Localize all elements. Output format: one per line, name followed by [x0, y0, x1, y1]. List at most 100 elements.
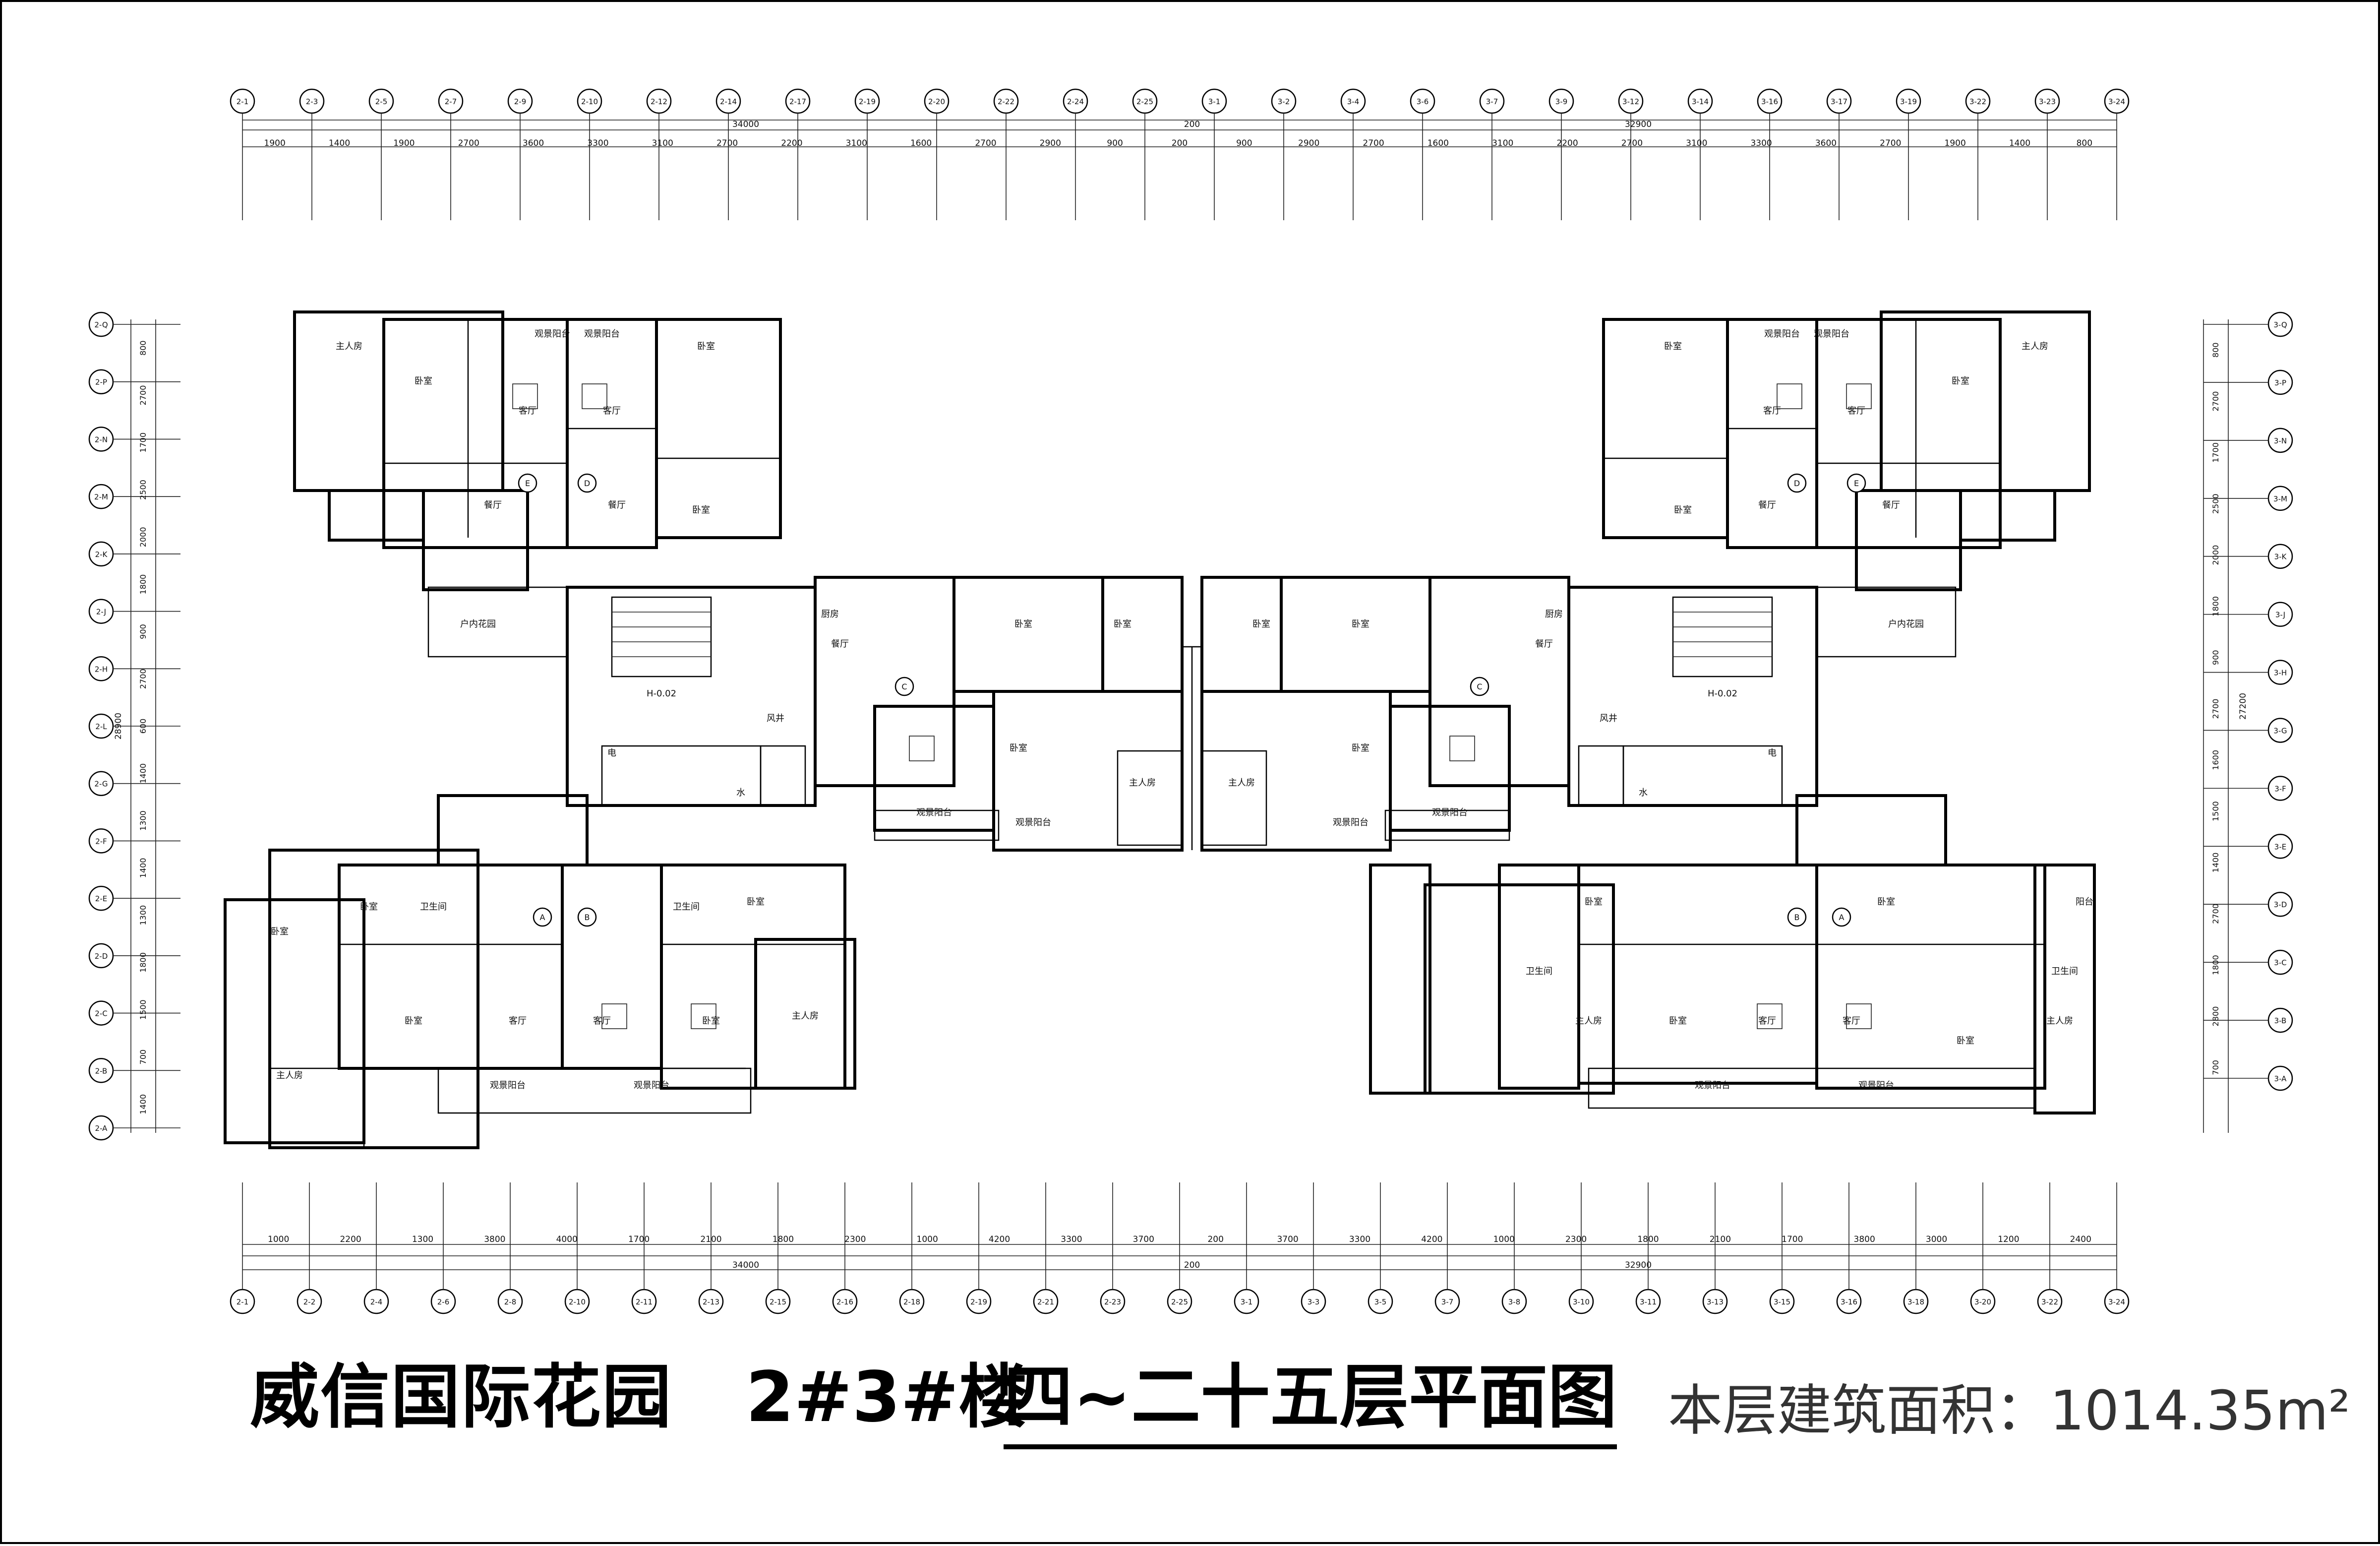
- dimension-total: 32900: [1625, 120, 1652, 129]
- dimension-value: 1300: [138, 905, 148, 926]
- axis-bubble-2-E: 2-E: [88, 885, 114, 911]
- axis-bubble-3-7: 3-7: [1479, 88, 1505, 114]
- axis-bubble-2-21: 2-21: [1033, 1289, 1059, 1314]
- svg-text:3-4: 3-4: [1347, 97, 1360, 106]
- room-label: 水: [1639, 788, 1648, 798]
- room-label: 餐厅: [484, 500, 502, 510]
- svg-text:3-16: 3-16: [1761, 97, 1778, 106]
- dimension-value: 3100: [846, 138, 867, 148]
- right-wing-plan: [1369, 310, 2096, 1114]
- room-label: H-0.02: [647, 688, 676, 699]
- room-label: 卧室: [360, 902, 378, 912]
- room-label: 卧室: [1674, 505, 1692, 515]
- svg-text:D: D: [584, 479, 590, 488]
- axis-bubble-3-19: 3-19: [1896, 88, 1921, 114]
- axis-bubble-2-2: 2-2: [297, 1289, 322, 1314]
- dimension-value: 1500: [2211, 801, 2220, 821]
- axis-bubble-3-1: 3-1: [1201, 88, 1227, 114]
- dimension-value: 2200: [340, 1235, 361, 1244]
- svg-text:3-13: 3-13: [1707, 1298, 1724, 1306]
- dimension-value: 1900: [264, 138, 286, 148]
- axis-bubble-2-10: 2-10: [564, 1289, 590, 1314]
- dimension-value: 1700: [2211, 442, 2220, 463]
- room-label: 卧室: [415, 376, 432, 386]
- room-label: 客厅: [509, 1016, 527, 1026]
- room-label: 客厅: [603, 406, 621, 416]
- unit-marker: B: [577, 907, 597, 927]
- room-label: 阳台: [2076, 897, 2093, 907]
- room-label: 卧室: [1877, 897, 1895, 907]
- dimension-value: 3100: [652, 138, 673, 148]
- dimension-total: 34000: [732, 120, 759, 129]
- axis-bubble-3-13: 3-13: [1702, 1289, 1728, 1314]
- dimension-value: 1300: [138, 810, 148, 831]
- svg-text:2-Q: 2-Q: [94, 320, 108, 329]
- room-label: 卧室: [692, 505, 710, 515]
- axis-bubble-2-J: 2-J: [88, 599, 114, 624]
- right-axis-bubbles: 3-Q3-P3-N3-M3-K3-J3-H3-G3-F3-E3-D3-C3-B3…: [2203, 311, 2293, 1091]
- axis-bubble-3-F: 3-F: [2267, 776, 2293, 801]
- dimension-value: 2900: [1298, 138, 1319, 148]
- svg-text:3-8: 3-8: [1508, 1298, 1521, 1306]
- axis-bubble-2-6: 2-6: [430, 1289, 456, 1314]
- room-label: 水: [736, 788, 745, 798]
- svg-text:2-E: 2-E: [95, 894, 107, 903]
- svg-text:3-12: 3-12: [1622, 97, 1639, 106]
- room-label: 主人房: [276, 1070, 303, 1081]
- svg-text:3-15: 3-15: [1774, 1298, 1790, 1306]
- dimension-value: 2300: [844, 1235, 866, 1244]
- axis-bubble-2-1: 2-1: [230, 1289, 255, 1314]
- dimension-value: 1800: [2211, 955, 2220, 975]
- svg-text:3-1: 3-1: [1208, 97, 1221, 106]
- axis-bubble-2-19: 2-19: [966, 1289, 992, 1314]
- svg-text:D: D: [1794, 479, 1800, 488]
- axis-bubble-3-16: 3-16: [1836, 1289, 1862, 1314]
- room-label: 主人房: [336, 341, 362, 352]
- axis-bubble-3-24: 3-24: [2104, 88, 2130, 114]
- svg-text:2-23: 2-23: [1104, 1298, 1121, 1306]
- room-label: 卧室: [1252, 619, 1270, 629]
- svg-text:3-23: 3-23: [2039, 97, 2056, 106]
- svg-text:3-J: 3-J: [2275, 611, 2285, 619]
- dimension-total: 32900: [1625, 1260, 1652, 1270]
- svg-text:2-D: 2-D: [95, 952, 108, 961]
- dimension-value: 900: [138, 624, 148, 639]
- axis-bubble-2-17: 2-17: [785, 88, 811, 114]
- dimension-value: 3700: [1133, 1235, 1154, 1244]
- svg-text:A: A: [540, 913, 545, 922]
- svg-text:2-25: 2-25: [1136, 97, 1153, 106]
- room-label: 卧室: [405, 1016, 422, 1026]
- room-label: 卫生间: [420, 902, 447, 912]
- dimension-value: 2700: [2211, 904, 2220, 924]
- left-axis-bubbles: 2-Q2-P2-N2-M2-K2-J2-H2-L2-G2-F2-E2-D2-C2…: [88, 311, 180, 1141]
- axis-bubble-3-14: 3-14: [1687, 88, 1713, 114]
- axis-bubble-3-7: 3-7: [1434, 1289, 1460, 1314]
- room-label: 餐厅: [608, 500, 626, 510]
- axis-bubble-3-E: 3-E: [2267, 834, 2293, 859]
- svg-text:3-D: 3-D: [2274, 900, 2287, 909]
- dimension-value: 2100: [1710, 1235, 1731, 1244]
- dimension-value: 1800: [1637, 1235, 1659, 1244]
- dimension-value: 700: [2211, 1060, 2220, 1075]
- svg-text:3-24: 3-24: [2108, 1298, 2125, 1306]
- svg-text:2-B: 2-B: [95, 1066, 108, 1075]
- room-label: 主人房: [792, 1011, 819, 1021]
- room-label: 主人房: [2022, 341, 2048, 352]
- room-label: 卧室: [271, 927, 289, 937]
- svg-text:C: C: [901, 682, 907, 691]
- unit-marker: E: [518, 473, 537, 493]
- axis-bubble-2-1: 2-1: [230, 88, 255, 114]
- axis-bubble-2-25: 2-25: [1132, 88, 1158, 114]
- svg-text:3-7: 3-7: [1486, 97, 1498, 106]
- room-label: 观景阳台: [584, 329, 620, 339]
- dimension-value: 1800: [773, 1235, 794, 1244]
- unit-marker: D: [577, 473, 597, 493]
- svg-text:2-25: 2-25: [1171, 1298, 1188, 1306]
- dimension-value: 1800: [138, 574, 148, 595]
- dimension-value: 2300: [1565, 1235, 1587, 1244]
- svg-text:3-16: 3-16: [1841, 1298, 1857, 1306]
- axis-bubble-3-K: 3-K: [2267, 544, 2293, 569]
- room-label: 观景阳台: [916, 807, 952, 818]
- svg-text:3-5: 3-5: [1374, 1298, 1387, 1306]
- room-label: 主人房: [1129, 778, 1156, 788]
